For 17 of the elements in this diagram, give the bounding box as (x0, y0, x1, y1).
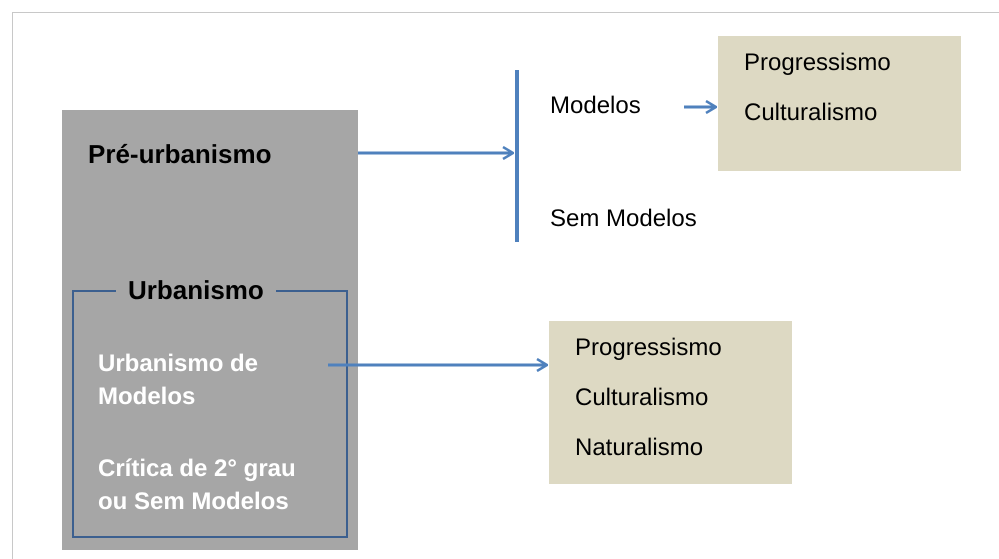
divider-bar (515, 70, 519, 242)
text-label: Modelos (550, 90, 684, 122)
panel-heading: Pré-urbanismo (88, 138, 272, 171)
list-box (718, 36, 961, 171)
text-label: Urbanismo de Modelos (98, 347, 330, 413)
list-item: Culturalismo (744, 98, 878, 128)
list-item: Progressismo (744, 48, 892, 78)
list-item: Culturalismo (575, 383, 710, 413)
list-item: Naturalismo (575, 433, 704, 463)
list-item: Progressismo (575, 333, 723, 363)
panel (62, 110, 358, 550)
list-box (549, 321, 792, 484)
arrow (358, 146, 514, 160)
arrow (328, 358, 548, 372)
text-label: Sem Modelos (550, 203, 750, 235)
text-label: Crítica de 2° grau ou Sem Modelos (98, 452, 323, 520)
arrow (684, 100, 718, 114)
